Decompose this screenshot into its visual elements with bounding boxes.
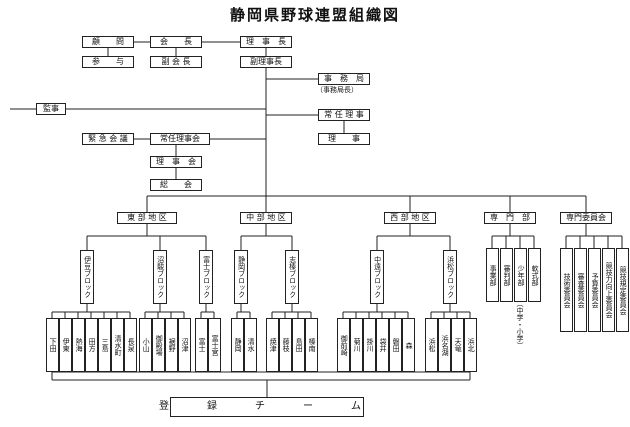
division-softball: 軟式部 [528,248,541,302]
team-box: 島田 [292,318,305,372]
general-assembly-box: 総 会 [150,179,202,191]
block-hamamatsu: 浜松ブロック [443,250,457,304]
secretariat-chief-label: （事務局長） [316,86,358,94]
block-fuji: 富士ブロック [199,250,213,304]
special-committee-box: 専門委員会 [560,212,612,224]
auditor-box: 監事 [36,103,66,115]
team-box: 小山 [139,318,152,372]
division-youth: 少年部 [514,248,527,302]
team-box: 富士 [195,318,208,372]
team-box: 浜名湖 [438,318,451,372]
team-box: 裾野 [165,318,178,372]
team-box: 静岡 [231,318,244,372]
block-shizuoka: 静岡ブロック [234,250,248,304]
director-box: 理 事 [318,133,370,145]
committee-box: 審査委員会 [574,248,587,332]
division-business: 事業部 [486,248,499,302]
team-box: 御殿場 [152,318,165,372]
board-chair-box: 理 事 長 [240,36,292,48]
team-box: 御前崎 [337,318,350,372]
committee-box: 技術委員会 [560,248,573,332]
block-shihai: 志榛ブロック [285,250,299,304]
block-numazu: 沼駿ブロック [153,250,167,304]
registered-teams-box: 登 録 チ ー ム [159,397,364,417]
vice-board-chair-box: 副理事長 [240,56,292,68]
committee-box: 競技力向上委員会 [602,248,615,332]
special-division-box: 専 門 部 [484,212,536,224]
team-box: 熱海 [72,318,85,372]
team-box: 清水町 [111,318,124,372]
division-umpire: 審判部 [500,248,513,302]
central-district-box: 中 部 地 区 [240,212,292,224]
team-box: 下田 [46,318,59,372]
team-box: 榛南 [305,318,318,372]
team-box: 菊川 [350,318,363,372]
team-box: 田方 [85,318,98,372]
team-box: 沼津 [178,318,191,372]
team-box: 伊東 [59,318,72,372]
committee-box: 予算委員会 [588,248,601,332]
youth-note: （中学・小学） [516,300,524,349]
counselor-box: 参 与 [82,56,134,68]
team-box: 袋井 [376,318,389,372]
team-box: 森 [402,318,415,372]
team-box: 焼津 [266,318,279,372]
standing-director-box: 常 任 理 事 [318,109,370,121]
team-box: 浜松 [425,318,438,372]
board-meeting-box: 理 事 会 [150,156,202,168]
committee-box: 競技規定委員会 [616,248,629,332]
east-district-box: 東 部 地 区 [117,212,177,224]
team-box: 天竜 [451,318,464,372]
page-title: 静岡県野球連盟組織図 [229,6,400,24]
team-box: 富士宮 [208,318,221,372]
west-district-box: 西 部 地 区 [384,212,436,224]
team-box: 掛川 [363,318,376,372]
team-box: 長泉 [124,318,137,372]
emergency-meeting-box: 緊 急 会 議 [82,133,134,145]
advisor-box: 顧 問 [82,36,134,48]
team-box: 浜北 [464,318,477,372]
secretariat-box: 事 務 局 [318,73,370,85]
block-chuen: 中遠ブロック [370,250,384,304]
vice-chairman-box: 副 会 長 [150,56,202,68]
chairman-box: 会 長 [150,36,202,48]
team-box: 藤枝 [279,318,292,372]
team-box: 三島 [98,318,111,372]
standing-board-meeting-box: 常任理事会 [150,133,210,145]
team-box: 磐田 [389,318,402,372]
team-box: 清水 [244,318,257,372]
block-izu: 伊豆ブロック [80,250,94,304]
